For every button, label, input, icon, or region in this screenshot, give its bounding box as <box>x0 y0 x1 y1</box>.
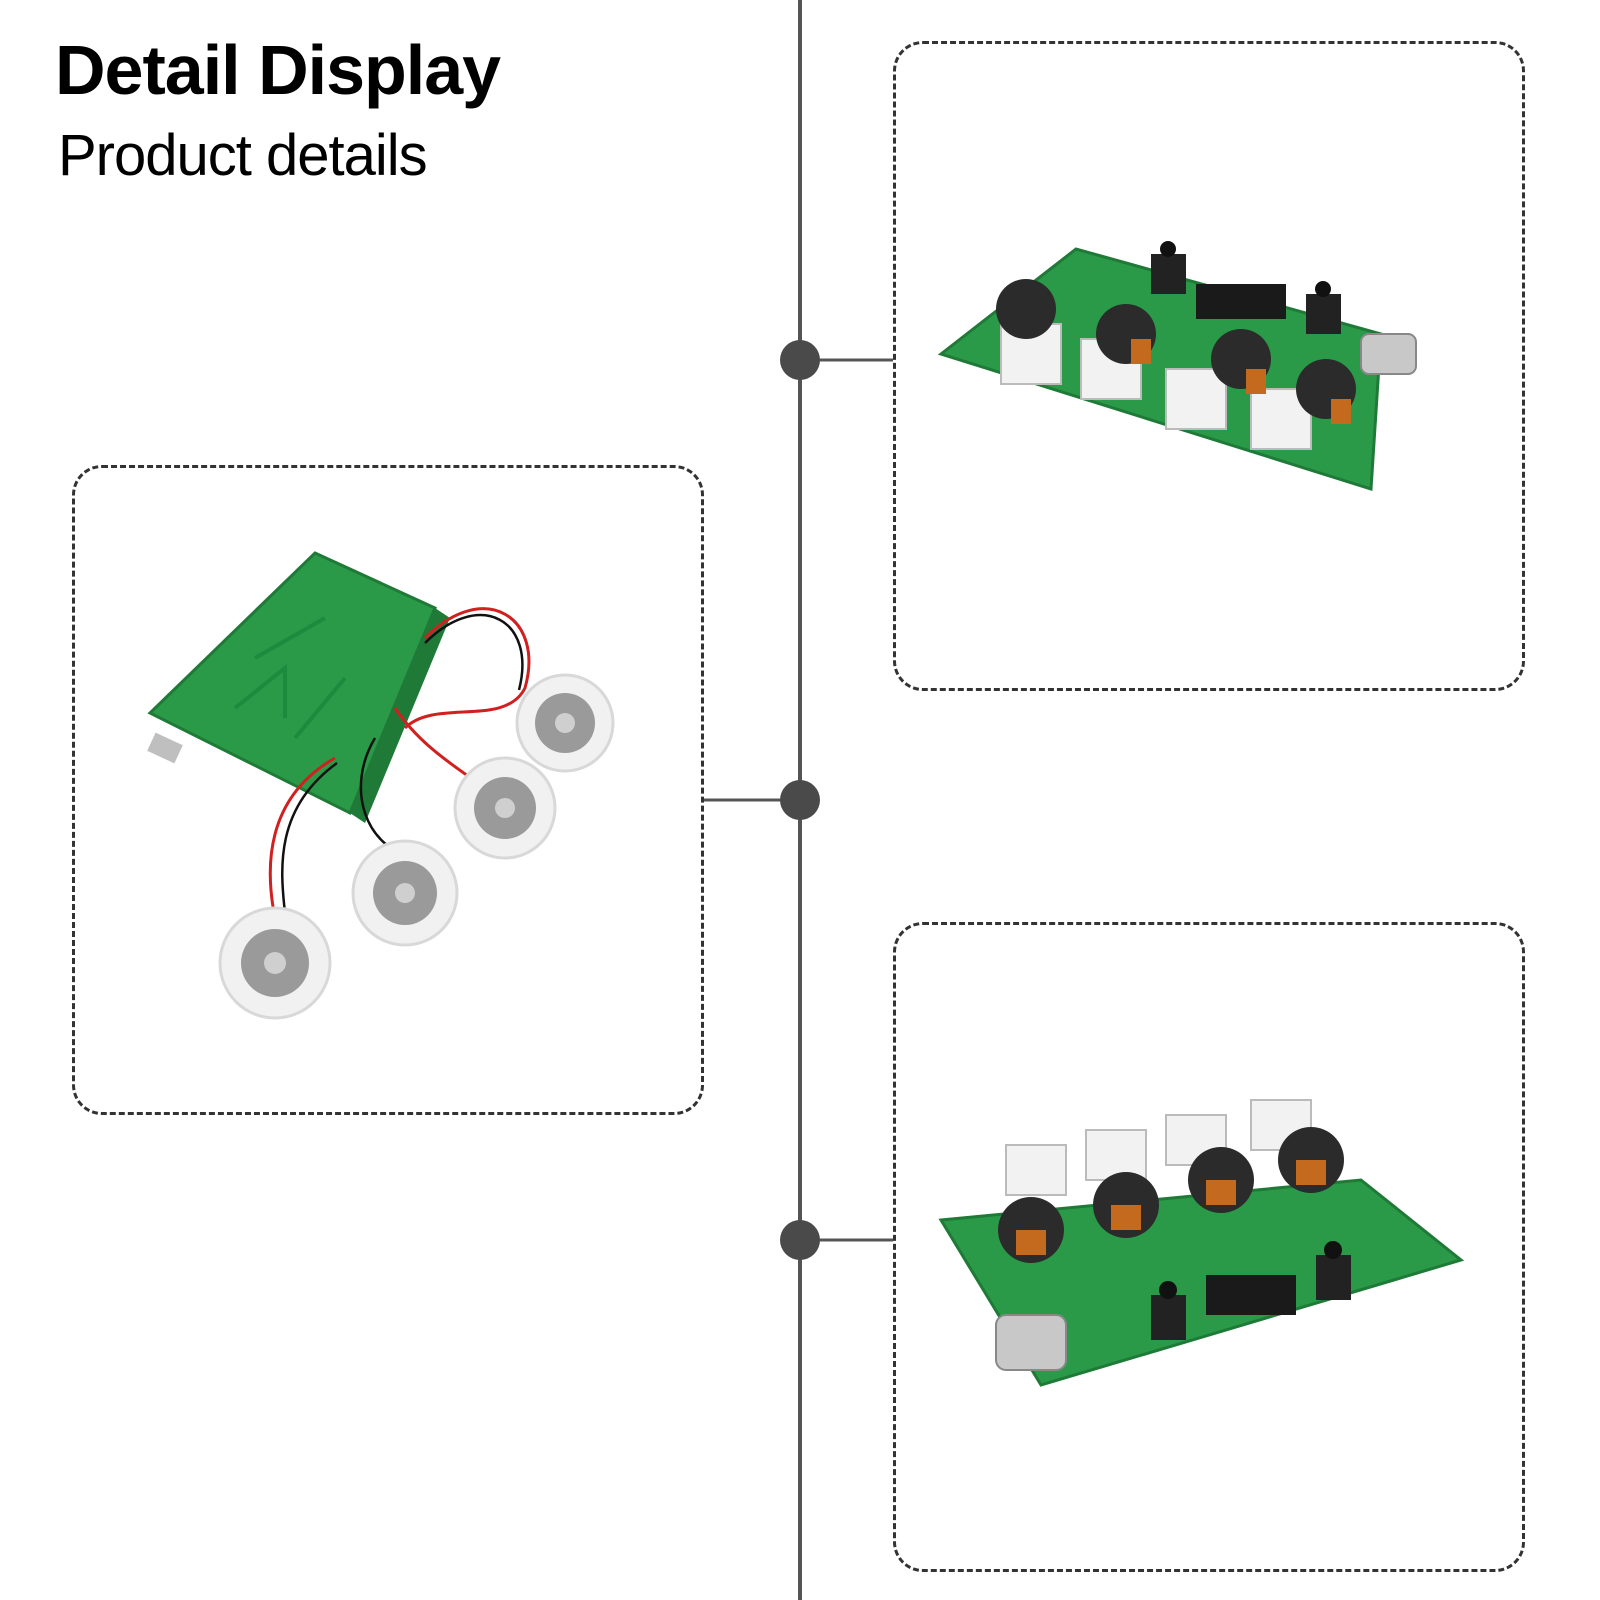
product-photo-panel-board-top <box>893 41 1525 691</box>
board-front-image <box>938 1099 1465 1387</box>
node-top <box>780 340 820 380</box>
atomizer-kit-image <box>147 551 615 1020</box>
atomizer-disc-3 <box>351 839 459 947</box>
product-photo-panel-board-front <box>893 922 1525 1572</box>
page-subtitle: Product details <box>58 123 428 188</box>
board-top-image <box>937 241 1417 492</box>
atomizer-disc-2 <box>453 756 557 860</box>
atomizer-disc-4 <box>218 906 332 1020</box>
node-middle <box>780 780 820 820</box>
node-bottom <box>780 1220 820 1260</box>
page-title: Detail Display <box>55 31 501 109</box>
product-photo-panel-atomizer-kit <box>72 465 704 1115</box>
atomizer-disc-1 <box>515 673 615 773</box>
